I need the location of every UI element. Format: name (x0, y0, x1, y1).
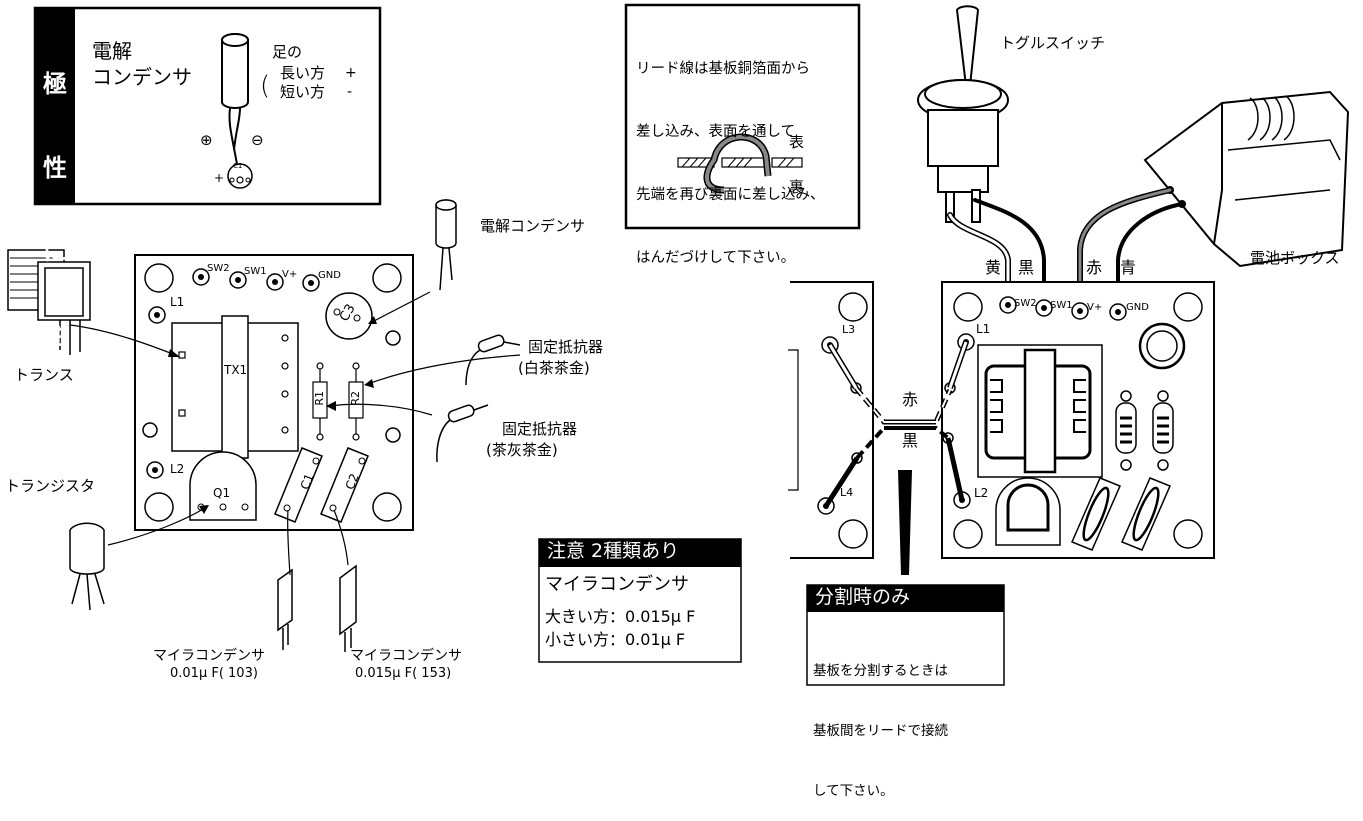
pad-plus-mark: + (214, 171, 225, 185)
assembly-diagram (7, 3, 1350, 686)
right-l2-label: L2 (974, 486, 989, 500)
polarity-component-line2: コンデンサ (92, 65, 192, 89)
resistor2-color: (茶灰茶金) (486, 441, 558, 459)
split-line-1: 基板を分割するときは (813, 663, 948, 679)
mylar2-name: マイラコンデンサ (350, 648, 462, 664)
left-pcb (134, 254, 414, 531)
mylar-capacitor-icon-1 (277, 568, 293, 650)
mylar1-value: 0.01μ F( 103) (170, 666, 258, 681)
lead-note-box (624, 3, 861, 230)
c1-pad-outline (227, 163, 253, 189)
toggle-switch-label: トグルスイッチ (1000, 34, 1106, 52)
left-pad-vplus: V+ (282, 269, 298, 280)
transformer-label: トランス (14, 366, 74, 384)
minus-lead-mark: ⊖ (251, 131, 264, 149)
right-l3-label: L3 (842, 323, 856, 336)
resistor2-name: 固定抵抗器 (502, 420, 578, 438)
link-red-label: 赤 (902, 390, 919, 409)
lead-note-line-2: 差し込み、表面を通して (636, 124, 796, 140)
caution-title: マイラコンデンサ (545, 574, 689, 595)
right-pad-gnd: GND (1126, 302, 1149, 313)
split-box (806, 584, 1005, 686)
left-pointer-arrows (69, 291, 521, 576)
right-l1-label: L1 (976, 322, 991, 336)
caution-box (538, 538, 742, 663)
link-black-label: 黒 (902, 431, 919, 450)
power-wires (947, 187, 1184, 307)
right-pad-sw2: SW2 (1014, 298, 1037, 309)
caution-large: 大きい方：0.015μ F (545, 607, 696, 626)
left-q1-label: Q1 (213, 486, 231, 500)
mylar-capacitor-icon-2 (339, 564, 357, 652)
caution-small: 小さい方：0.01μ F (545, 630, 686, 649)
transistor-label: トランジスタ (5, 477, 96, 495)
left-r1-label: R1 (313, 390, 327, 406)
left-pad-sw2: SW2 (207, 263, 230, 274)
long-leg-plus: + (345, 65, 357, 81)
caution-header: 注意 2種類あり (547, 540, 680, 562)
wire-yellow-label: 黄 (985, 258, 1002, 277)
battery-box-icon (1143, 90, 1350, 268)
wire-red-label: 赤 (1086, 258, 1103, 277)
lead-note-line-4: はんだづけして下さい。 (636, 250, 796, 266)
polarity-char-5: 意 (43, 406, 67, 434)
split-line-2: 基板間をリードで接続 (813, 723, 948, 739)
left-l1-label: L1 (170, 295, 185, 309)
split-line-3: して下さい。 (813, 783, 894, 799)
resistor1-name: 固定抵抗器 (528, 338, 604, 356)
polarity-box (33, 6, 382, 206)
split-text: 基板を分割するときは 基板間をリードで接続 して下さい。 (813, 621, 948, 821)
legs-title: 足の (272, 43, 303, 61)
long-leg-label: 長い方 (280, 64, 326, 82)
polarity-component-line1: 電解 (92, 39, 132, 63)
link-wires (854, 386, 953, 460)
right-l4-label: L4 (840, 486, 854, 499)
polarity-char-3: に (43, 238, 67, 266)
transformer-icon (7, 249, 91, 355)
left-arrowheads (168, 316, 377, 514)
lead-note-text: リード線は基板銅箔面から 差し込み、表面を通して 先端を再び裏面に差し込み、 は… (636, 17, 825, 290)
short-leg-label: 短い方 (280, 83, 326, 101)
left-r2-label: R2 (349, 390, 363, 406)
lead-note-line-1: リード線は基板銅箔面から (636, 61, 810, 77)
left-pad-gnd: GND (318, 270, 341, 281)
polarity-char-1: 極 (43, 70, 67, 98)
right-pad-vplus: V+ (1087, 302, 1103, 313)
polarity-vertical-title: 極 性 に 注 意 (41, 14, 69, 462)
electrolytic-capacitor-icon-2 (435, 199, 457, 291)
lead-note-line-3: 先端を再び裏面に差し込み、 (636, 187, 825, 203)
wire-black-label: 黒 (1018, 258, 1035, 277)
resistor-icon-2 (436, 404, 489, 463)
polarity-char-4: 注 (43, 322, 67, 350)
left-pad-sw1: SW1 (244, 266, 267, 277)
toggle-switch-icon (917, 5, 1009, 223)
legs-paren: ( (260, 71, 271, 101)
polarity-char-2: 性 (43, 154, 67, 182)
electrolytic-label: 電解コンデンサ (480, 217, 586, 235)
mylar1-name: マイラコンデンサ (153, 648, 265, 664)
plus-lead-mark: ⊕ (200, 131, 213, 149)
left-tx1-label: TX1 (224, 363, 248, 377)
left-l2-label: L2 (170, 462, 185, 476)
partial-left-pcb (788, 281, 874, 559)
pad-c1-ref: C1 (233, 162, 243, 170)
polarity-title-bar (35, 8, 75, 204)
transistor-icon (69, 522, 105, 611)
front-label: 表 (789, 133, 805, 151)
battery-box-label: 電池ボックス (1250, 249, 1340, 267)
mylar2-value: 0.015μ F( 153) (355, 666, 452, 681)
back-label: 裏 (789, 178, 805, 196)
electrolytic-capacitor-icon (221, 33, 249, 171)
split-header: 分割時のみ (815, 586, 911, 608)
resistor1-color: (白茶茶金) (518, 359, 590, 377)
wire-blue-label: 青 (1120, 258, 1137, 277)
right-pad-sw1: SW1 (1050, 300, 1073, 311)
right-pcb (941, 281, 1215, 559)
split-pointer (898, 470, 912, 575)
short-leg-minus: - (347, 84, 353, 100)
